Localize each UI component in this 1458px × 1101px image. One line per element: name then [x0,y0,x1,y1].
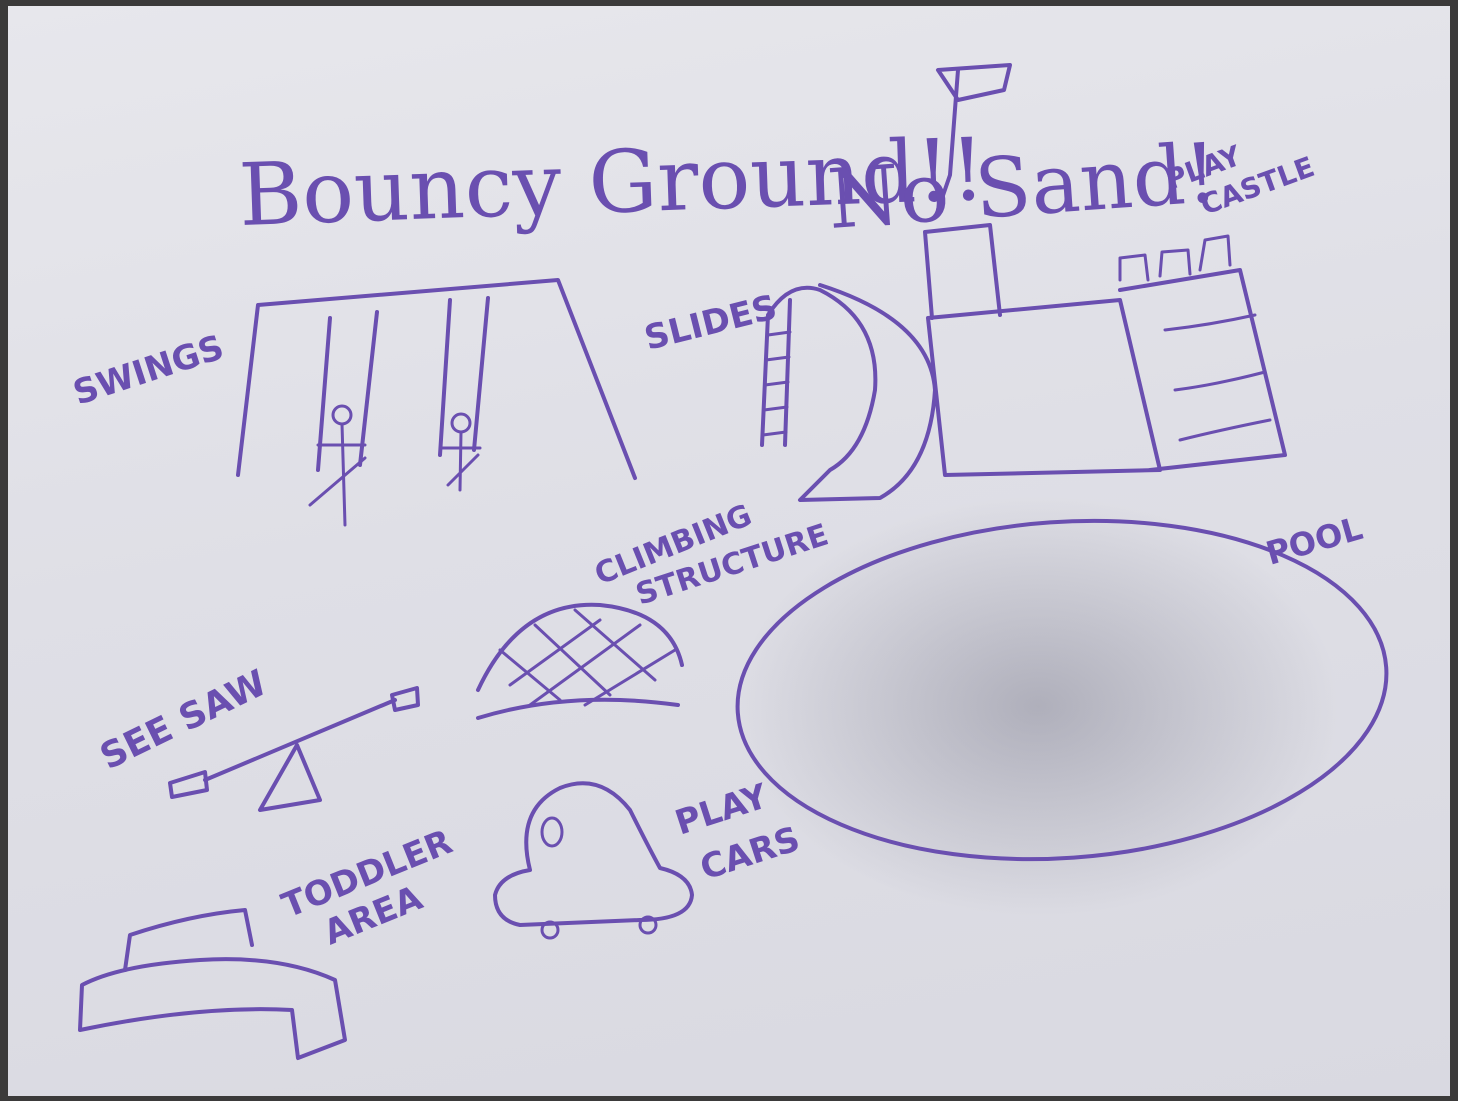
toddler-area-drawing [80,910,345,1058]
label-slides: SLIDES [641,287,781,358]
label-pool: POOL [1262,509,1367,573]
play-car-drawing [495,783,692,938]
label-swings: SWINGS [68,327,228,413]
climbing-structure-drawing [478,605,682,718]
slides-drawing [762,285,935,500]
castle-drawing [925,225,1285,475]
swings-drawing [238,280,635,525]
